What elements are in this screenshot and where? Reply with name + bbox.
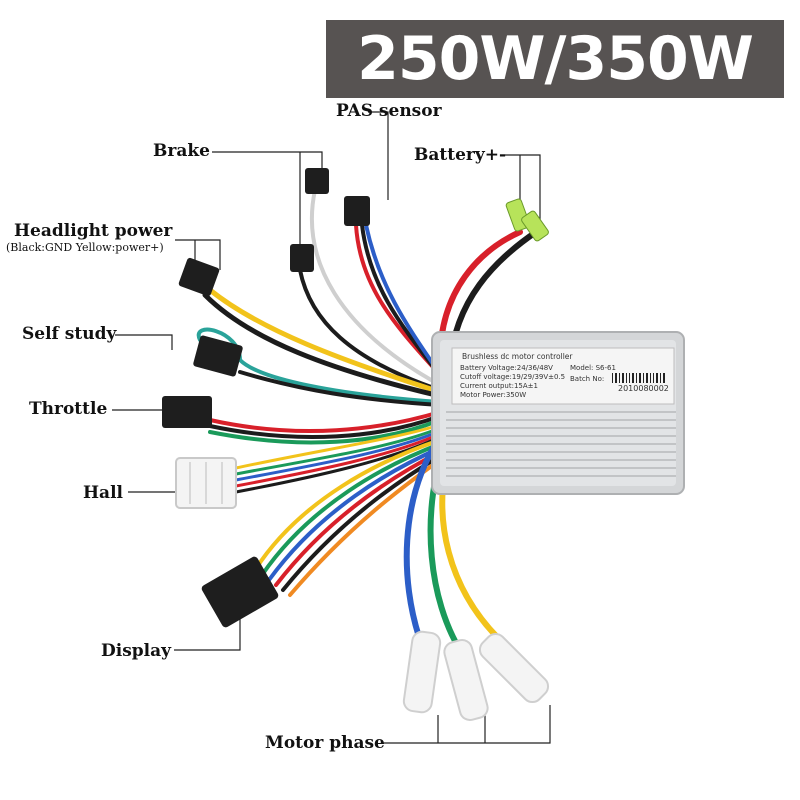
label-motor-phase: Motor phase xyxy=(265,733,385,753)
label-pas-sensor: PAS sensor xyxy=(336,101,442,121)
self-study-connector xyxy=(193,335,243,377)
controller-current-output: Current output:15A±1 xyxy=(460,382,538,390)
leader-brake xyxy=(212,151,323,245)
label-hall: Hall xyxy=(83,483,123,503)
label-headlight-note: (Black:GND Yellow:power+) xyxy=(6,241,164,254)
label-self-study: Self study xyxy=(22,324,117,344)
wire-brake-white xyxy=(309,188,442,387)
controller-motor-power: Motor Power:350W xyxy=(460,391,527,399)
wire-headlight-yellow xyxy=(207,287,443,395)
wire-hall-green xyxy=(234,426,442,476)
headlight-connector xyxy=(178,257,220,297)
wire-display-green xyxy=(260,442,442,577)
wire-display-orange xyxy=(288,458,442,597)
wire-self-study-teal xyxy=(196,327,442,404)
controller-batch-no: Batch No: xyxy=(570,375,605,383)
controller-battery-voltage: Battery Voltage:24/36/48V xyxy=(460,364,553,372)
controller-cutoff-voltage: Cutoff voltage:19/29/39V±0.5 xyxy=(460,373,566,381)
controller-serial: 2010080002 xyxy=(618,384,669,393)
wire-headlight-black xyxy=(202,292,443,399)
leader-pas xyxy=(368,111,389,200)
wire-self-study-black xyxy=(238,370,442,407)
label-throttle: Throttle xyxy=(29,399,108,419)
pas-connector xyxy=(344,196,370,226)
wire-display-yellow xyxy=(253,438,442,572)
brake-connector-upper xyxy=(305,168,329,194)
wire-throttle-black xyxy=(208,414,442,439)
wire-display-red xyxy=(274,450,442,587)
leader-display xyxy=(174,610,241,651)
heatsink-fins xyxy=(446,411,676,477)
motor-phase-connector-2 xyxy=(443,638,489,722)
motor-phase-connector-1 xyxy=(402,630,442,714)
label-headlight-power: Headlight power xyxy=(14,221,173,241)
controller-model: Model: S6-61 xyxy=(570,364,616,372)
leader-lines xyxy=(112,111,551,744)
leader-self-study xyxy=(115,334,173,350)
controller-body xyxy=(431,331,685,495)
wire-throttle-green xyxy=(208,418,442,445)
wire-hall-red xyxy=(234,432,442,488)
wire-throttle-red xyxy=(208,410,442,434)
label-brake: Brake xyxy=(153,141,210,161)
wire-hall-yellow xyxy=(234,423,442,470)
battery-connector-negative xyxy=(521,210,549,242)
display-connector xyxy=(201,556,279,628)
barcode xyxy=(612,373,665,383)
wire-hall-blue xyxy=(234,429,442,482)
label-battery: Battery+- xyxy=(414,145,507,165)
throttle-connector xyxy=(162,396,212,428)
title-banner: 250W/350W xyxy=(326,20,784,98)
wire-brake-black xyxy=(298,268,442,392)
leader-battery xyxy=(505,154,541,222)
brake-connector-lower xyxy=(290,244,314,272)
motor-phase-connector-3 xyxy=(478,632,550,704)
controller-heading: Brushless dc motor controller xyxy=(462,352,573,361)
connectors xyxy=(162,168,550,722)
wires xyxy=(196,188,539,653)
page-title: 250W/350W xyxy=(357,24,754,94)
wire-phase-blue xyxy=(403,437,441,643)
label-display: Display xyxy=(101,641,172,661)
wire-display-blue xyxy=(267,446,442,582)
